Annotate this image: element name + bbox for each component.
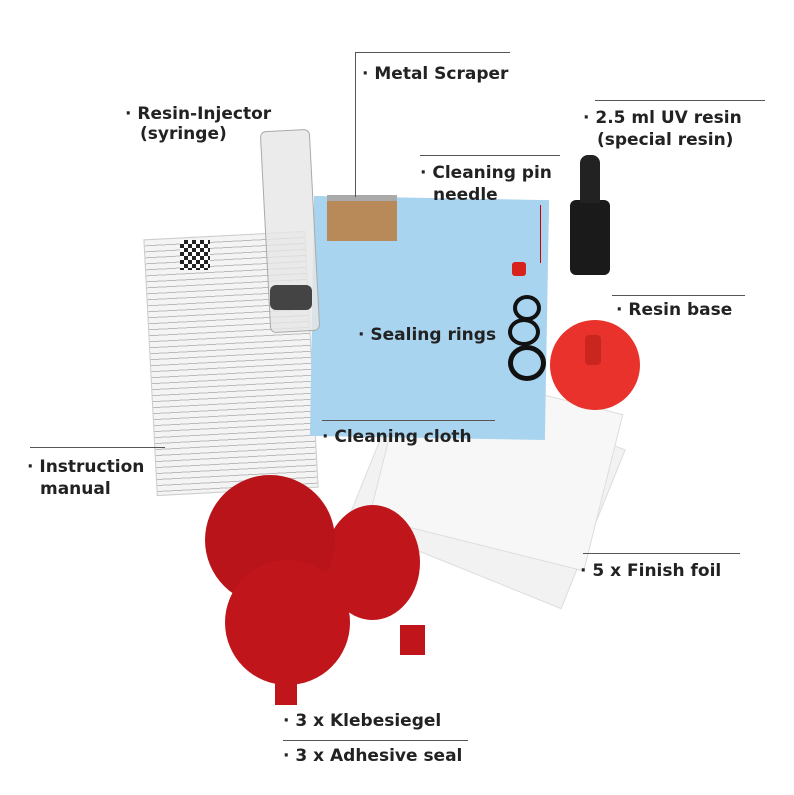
adhesive-seal [225, 560, 350, 685]
adhesive-seal-tab [400, 625, 425, 655]
callout-line [322, 420, 495, 421]
sealing-ring [508, 318, 540, 346]
label-uv-resin: · 2.5 ml UV resin [583, 108, 742, 128]
label-resin-injector: · Resin-Injector [125, 104, 272, 124]
label-finish-foil: · 5 x Finish foil [580, 561, 722, 581]
adhesive-seal-tab [275, 680, 297, 705]
metal-scraper [327, 195, 397, 241]
label-klebesiegel: · 3 x Klebesiegel [283, 711, 442, 731]
callout-line [420, 155, 560, 156]
callout-line [583, 553, 740, 554]
label-sealing-rings: · Sealing rings [358, 325, 497, 345]
syringe-seal [270, 285, 312, 310]
uv-resin-bottle [570, 200, 610, 275]
resin-base-nozzle [585, 335, 601, 365]
label-resin-base: · Resin base [616, 300, 733, 320]
label-resin-injector-sub: (syringe) [140, 124, 227, 144]
label-instruction-manual: · Instruction [27, 457, 145, 477]
callout-line [30, 447, 165, 448]
label-cleaning-cloth: · Cleaning cloth [322, 427, 472, 447]
label-adhesive-seal: · 3 x Adhesive seal [283, 746, 463, 766]
label-cleaning-pin-sub: needle [433, 185, 498, 205]
callout-line [283, 740, 468, 741]
sealing-ring [508, 345, 546, 381]
callout-line [540, 205, 541, 263]
callout-line [355, 52, 356, 197]
label-metal-scraper: · Metal Scraper [362, 64, 509, 84]
callout-line [355, 52, 510, 53]
bottle-nozzle [580, 155, 600, 203]
resin-base [550, 320, 640, 410]
label-uv-resin-sub: (special resin) [597, 130, 734, 150]
qr-code [180, 240, 210, 270]
label-cleaning-pin: · Cleaning pin [420, 163, 552, 183]
callout-line [612, 295, 745, 296]
sealing-ring [513, 295, 541, 321]
callout-line [595, 100, 765, 101]
cleaning-pin [512, 262, 526, 276]
label-instruction-manual-sub: manual [40, 479, 111, 499]
